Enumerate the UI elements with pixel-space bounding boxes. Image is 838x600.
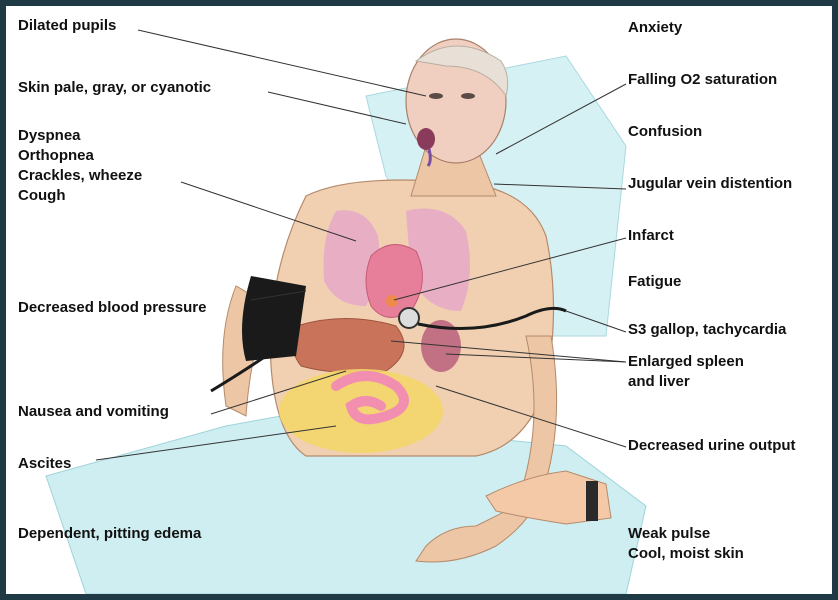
label-edema: Dependent, pitting edema <box>18 524 201 544</box>
label-nausea: Nausea and vomiting <box>18 402 169 422</box>
label-weak-pulse: Weak pulse <box>628 524 710 544</box>
diagram-panel: Dilated pupils Skin pale, gray, or cyano… <box>6 6 832 594</box>
label-decreased-bp: Decreased blood pressure <box>18 298 206 318</box>
label-s3-gallop: S3 gallop, tachycardia <box>628 320 786 340</box>
eye-right <box>461 93 475 99</box>
label-enlarged-spleen: Enlarged spleen <box>628 352 744 372</box>
infarct-spot <box>386 295 398 307</box>
label-falling-o2: Falling O2 saturation <box>628 70 777 90</box>
label-confusion: Confusion <box>628 122 702 142</box>
label-skin-pale: Skin pale, gray, or cyanotic <box>18 78 211 98</box>
eye-left <box>429 93 443 99</box>
label-crackles: Crackles, wheeze <box>18 166 142 186</box>
wrist-watch <box>586 481 598 521</box>
label-jvd: Jugular vein distention <box>628 174 792 194</box>
label-anxiety: Anxiety <box>628 18 682 38</box>
label-and-liver: and liver <box>628 372 690 392</box>
label-cool-skin: Cool, moist skin <box>628 544 744 564</box>
abdomen-fluid <box>279 369 443 453</box>
label-fatigue: Fatigue <box>628 272 681 292</box>
label-infarct: Infarct <box>628 226 674 246</box>
bp-cuff <box>242 276 306 361</box>
label-ascites: Ascites <box>18 454 71 474</box>
label-dyspnea: Dyspnea <box>18 126 81 146</box>
label-dilated-pupils: Dilated pupils <box>18 16 116 36</box>
liver <box>292 319 404 373</box>
label-orthopnea: Orthopnea <box>18 146 94 166</box>
label-cough: Cough <box>18 186 65 206</box>
stethoscope-head <box>399 308 419 328</box>
mouth <box>417 128 435 150</box>
label-decreased-urine: Decreased urine output <box>628 436 796 456</box>
